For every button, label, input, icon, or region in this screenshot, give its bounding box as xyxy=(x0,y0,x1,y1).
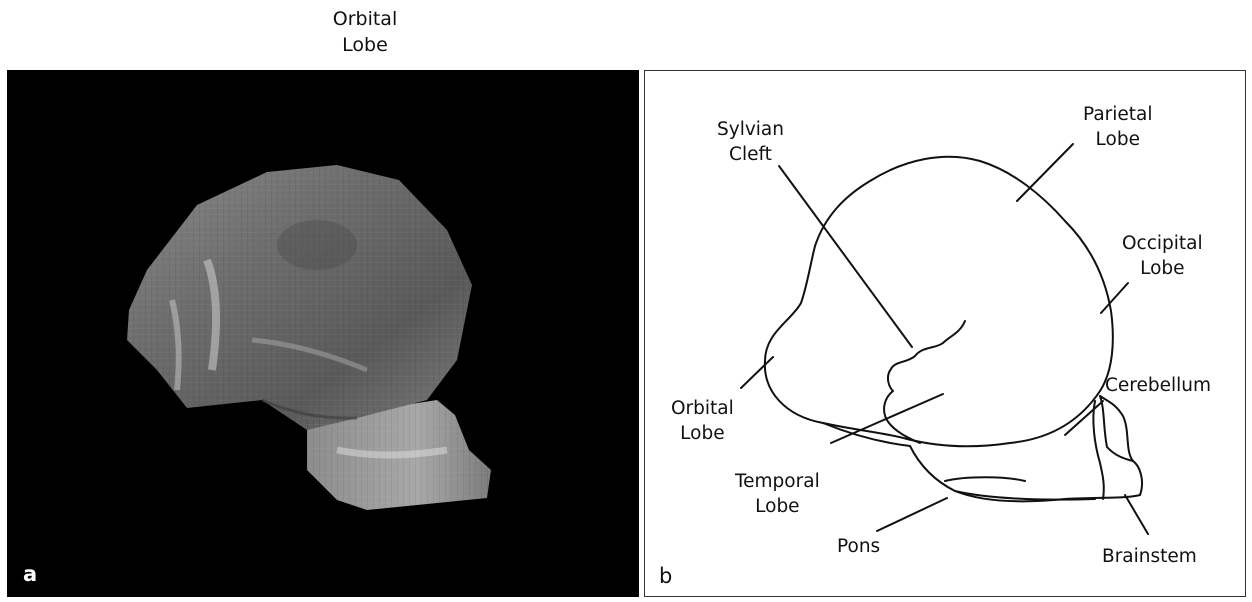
leader-parietal xyxy=(1017,144,1073,201)
label-pons: Pons xyxy=(837,534,880,559)
panel-b-letter: b xyxy=(659,564,672,588)
leader-cerebellum xyxy=(1065,401,1103,435)
top-caption-orbital-lobe: Orbital Lobe xyxy=(280,6,450,58)
label-occipital-line2: Lobe xyxy=(1122,256,1203,281)
label-occipital-lobe: Occipital Lobe xyxy=(1122,231,1203,281)
label-temporal-line2: Lobe xyxy=(735,494,820,519)
temporal-lobe-outline xyxy=(884,321,965,443)
label-parietal-lobe: Parietal Lobe xyxy=(1083,102,1153,152)
label-orbital-line2: Lobe xyxy=(671,421,734,446)
label-cerebellum-line1: Cerebellum xyxy=(1105,373,1211,398)
label-temporal-lobe: Temporal Lobe xyxy=(735,469,820,519)
label-cerebellum: Cerebellum xyxy=(1105,373,1211,398)
top-caption-line1: Orbital xyxy=(280,6,450,32)
label-pons-line1: Pons xyxy=(837,534,880,559)
top-caption-line2: Lobe xyxy=(280,32,450,58)
panel-a-letter: a xyxy=(23,562,37,586)
label-parietal-line1: Parietal xyxy=(1083,102,1153,127)
panel-b-diagram: Sylvian Cleft Parietal Lobe Occipital Lo… xyxy=(644,70,1246,597)
leader-pons xyxy=(877,498,947,531)
brain-render-image xyxy=(7,70,639,597)
label-occipital-line1: Occipital xyxy=(1122,231,1203,256)
panel-a-3d-render: a xyxy=(7,70,639,597)
label-orbital-line1: Orbital xyxy=(671,396,734,421)
label-parietal-line2: Lobe xyxy=(1083,127,1153,152)
leader-brainstem xyxy=(1125,495,1148,534)
label-sylvian-cleft: Sylvian Cleft xyxy=(717,117,784,167)
label-brainstem: Brainstem xyxy=(1102,544,1197,569)
label-orbital-lobe: Orbital Lobe xyxy=(671,396,734,446)
label-sylvian-line1: Sylvian xyxy=(717,117,784,142)
label-brainstem-line1: Brainstem xyxy=(1102,544,1197,569)
leader-sylvian xyxy=(779,166,912,347)
label-temporal-line1: Temporal xyxy=(735,469,820,494)
leader-temporal xyxy=(831,394,943,443)
cerebrum-outline xyxy=(765,157,1113,446)
label-sylvian-line2: Cleft xyxy=(717,142,784,167)
